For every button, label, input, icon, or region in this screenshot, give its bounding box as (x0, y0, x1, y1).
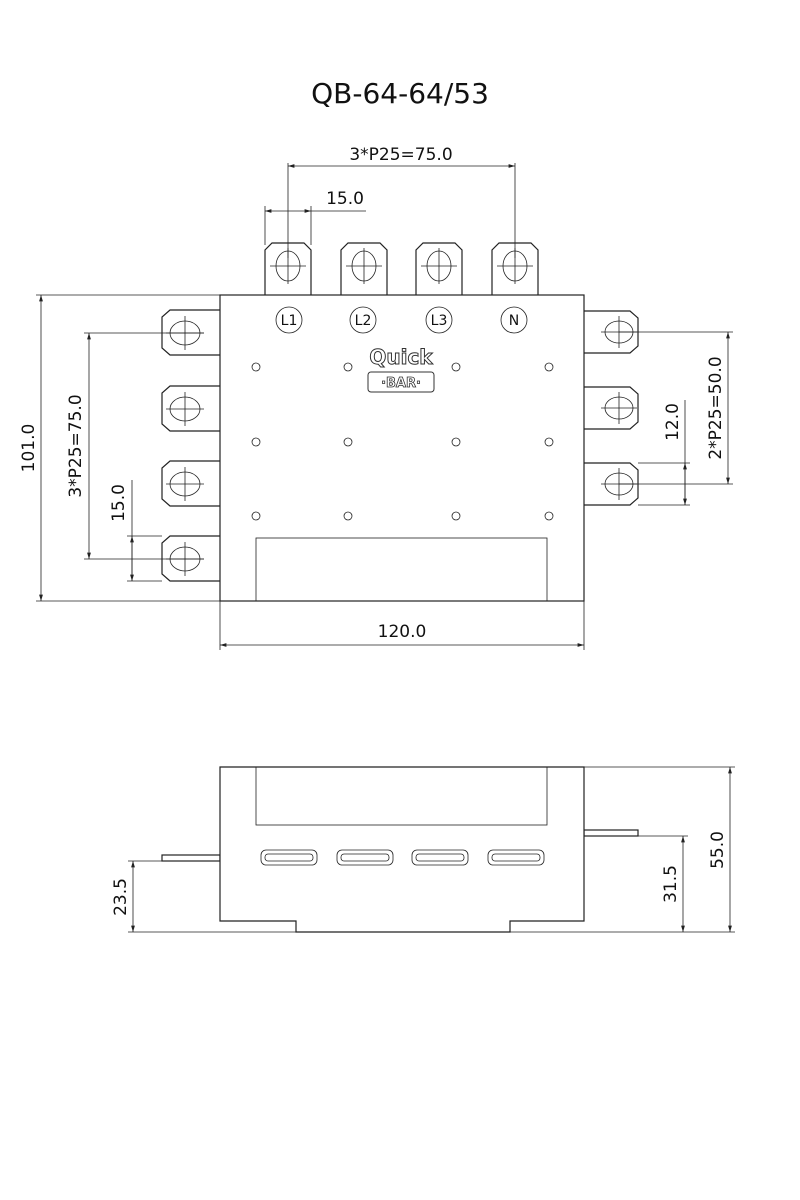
dim-left-pitch: 3*P25=75.0 (66, 332, 204, 560)
top-view-label-area (255, 537, 548, 602)
side-slots (260, 849, 545, 866)
dim-top-tab-width-label: 15.0 (326, 189, 364, 209)
dim-side-right-label: 31.5 (661, 865, 681, 903)
quickbar-logo: Quick ·BAR· (367, 345, 435, 393)
dim-width-label: 120.0 (378, 622, 427, 642)
terminal-marker-l1: L1 (275, 306, 303, 334)
dim-side-height-label: 55.0 (708, 831, 728, 869)
dim-right-pitch-label: 2*P25=50.0 (706, 356, 726, 459)
dim-right-tab-width-label: 12.0 (663, 403, 683, 441)
right-tab-2 (584, 386, 639, 430)
dim-top-pitch-label: 3*P25=75.0 (349, 145, 452, 165)
top-terminal-tabs (264, 242, 539, 295)
dim-left-tab-width: 15.0 (109, 480, 162, 582)
left-terminal-tabs (161, 309, 220, 582)
side-right-tab (583, 829, 639, 837)
left-tab-3 (161, 460, 220, 507)
left-tab-2 (161, 385, 220, 432)
dim-height-label: 101.0 (19, 424, 39, 473)
dim-height: 101.0 (19, 294, 220, 602)
left-tab-1 (161, 309, 220, 356)
dim-right-tab-width: 12.0 (638, 400, 690, 506)
side-view-label-area (255, 766, 548, 826)
logo-line2: ·BAR· (381, 376, 421, 391)
dim-right-pitch: 2*P25=50.0 (619, 331, 733, 485)
mounting-holes (251, 362, 554, 521)
dim-top-tab-width: 15.0 (264, 189, 366, 245)
top-tab-l2 (340, 242, 388, 295)
dim-side-left-label: 23.5 (111, 878, 131, 916)
right-terminal-tabs (584, 310, 639, 506)
top-view-body (219, 294, 585, 602)
side-view: 23.5 31.5 55.0 (111, 766, 735, 933)
dim-side-height: 55.0 (584, 766, 735, 932)
terminal-marker-l2: L2 (349, 306, 377, 334)
side-view-body (219, 766, 585, 933)
drawing-title: QB-64-64/53 (311, 77, 489, 110)
logo-line1: Quick (369, 345, 433, 369)
top-tab-l3 (415, 242, 463, 295)
terminal-marker-n: N (500, 306, 528, 334)
top-view: L1 L2 L3 N Quick ·BAR· 3*P25=75.0 (19, 145, 733, 650)
dim-left-tab-width-label: 15.0 (109, 484, 129, 522)
dim-top-pitch: 3*P25=75.0 (287, 145, 516, 258)
left-tab-4 (161, 535, 220, 582)
terminal-label-l3: L3 (431, 313, 448, 329)
side-left-tab (161, 854, 221, 862)
terminal-label-n: N (509, 313, 519, 329)
terminal-label-l1: L1 (281, 313, 298, 329)
terminal-marker-l3: L3 (425, 306, 453, 334)
dim-side-left: 23.5 (111, 860, 162, 932)
dim-left-pitch-label: 3*P25=75.0 (66, 394, 86, 497)
dim-side-right: 31.5 (638, 835, 688, 932)
dim-width: 120.0 (219, 601, 585, 650)
terminal-label-l2: L2 (355, 313, 372, 329)
